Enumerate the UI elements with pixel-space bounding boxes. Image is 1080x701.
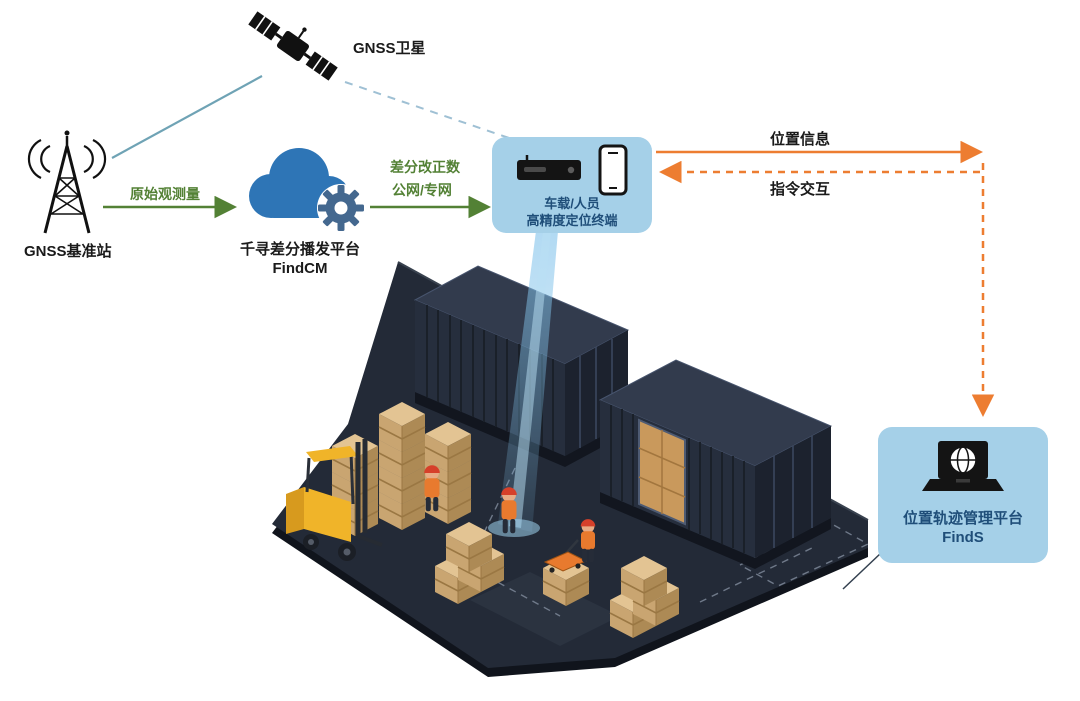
cloud-platform-title: 千寻差分播发平台 [239, 241, 360, 258]
base-station-label: GNSS基准站 [24, 243, 112, 260]
laptop-globe-icon [922, 441, 1004, 491]
floor-walkway [470, 572, 620, 646]
management-platform-subtitle: FindS [942, 529, 984, 546]
satellite-label: GNSS卫星 [353, 40, 426, 57]
raw-observation-label: 原始观测量 [130, 186, 200, 202]
satellite-base-link-line [111, 75, 263, 159]
command-interaction-label: 指令交互 [770, 181, 831, 198]
correction-label-line1: 差分改正数 [390, 159, 460, 175]
management-platform-title: 位置轨迹管理平台 [902, 510, 1023, 527]
terminal-panel-icons [515, 144, 629, 196]
vehicle-terminal-icon [517, 155, 581, 180]
base-station-tower-icon [27, 130, 107, 234]
positioning-beam-core [509, 231, 551, 528]
smartphone-icon [598, 144, 628, 196]
cloud-platform-subtitle: FindCM [272, 260, 328, 277]
shipping-container-2 [598, 359, 833, 569]
warehouse-illustration [272, 231, 882, 677]
satellite-terminal-dashed-line [344, 81, 513, 140]
terminal-label-line1: 车载/人员 [544, 196, 600, 211]
position-info-label: 位置信息 [770, 131, 831, 148]
management-platform-panel: 位置轨迹管理平台 FindS [878, 427, 1048, 563]
gear-icon [317, 184, 365, 232]
correction-label-line2: 公网/专网 [392, 182, 452, 198]
forklift-icon [286, 439, 383, 561]
gnss-satellite-icon [248, 11, 338, 81]
terminal-label-line2: 高精度定位终端 [526, 213, 618, 228]
terminal-panel: 车载/人员 高精度定位终端 [492, 137, 652, 233]
finds-pointer-line [842, 552, 882, 590]
